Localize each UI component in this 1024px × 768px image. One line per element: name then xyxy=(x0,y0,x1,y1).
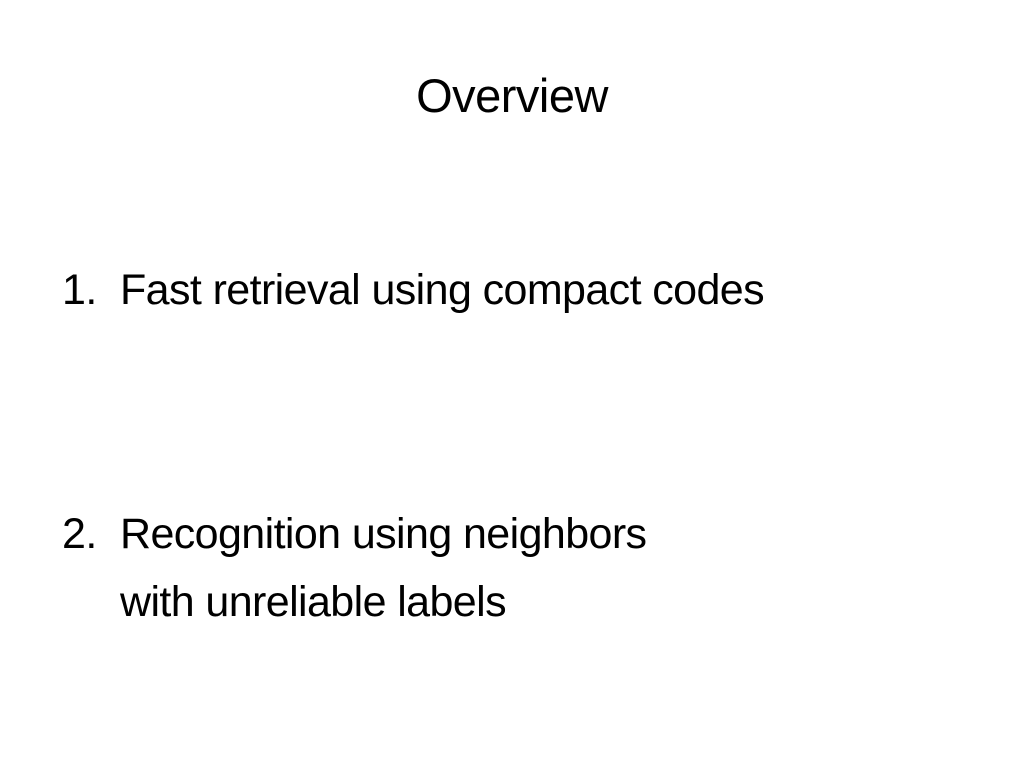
list-item-line: with unreliable labels xyxy=(120,578,507,626)
list-item-text: Fast retrieval using compact codes xyxy=(120,256,980,324)
list-item-number: 1. xyxy=(62,266,97,314)
list-item-line: Recognition using neighbors xyxy=(120,510,647,558)
list-item-number: 2. xyxy=(62,510,97,558)
list-item-text: Recognition using neighbors with unrelia… xyxy=(120,500,980,636)
slide-title: Overview xyxy=(416,69,608,122)
list-item-line: Fast retrieval using compact codes xyxy=(120,266,765,314)
